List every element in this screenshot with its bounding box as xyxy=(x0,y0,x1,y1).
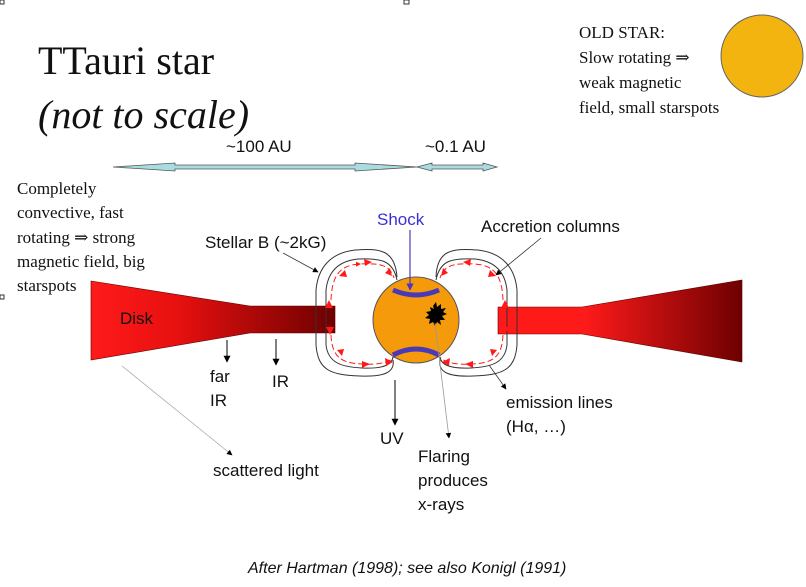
young-star-line: Completely xyxy=(17,179,97,198)
emission-pointer xyxy=(488,364,507,390)
corner-marker xyxy=(0,0,5,5)
scattered-label: scattered light xyxy=(213,461,319,480)
disk-right xyxy=(497,279,743,363)
young-star-line: convective, fast xyxy=(17,203,124,222)
stellar-b-label: Stellar B (~2kG) xyxy=(205,233,326,252)
starspot-icon xyxy=(425,302,447,326)
scale-arrow-small xyxy=(415,162,499,172)
flaring-pointer xyxy=(434,322,452,439)
field-loops-right xyxy=(435,248,518,377)
corner-marker xyxy=(0,294,5,300)
far-ir-label-2: IR xyxy=(210,391,227,410)
old-star-line: field, small starspots xyxy=(579,98,719,117)
old-star-note: OLD STAR: Slow rotating ⇒ weak magnetic … xyxy=(579,23,719,117)
corner-marker xyxy=(403,0,410,5)
field-line-outer-left xyxy=(315,248,398,377)
uv-label: UV xyxy=(380,429,404,448)
flow-right-bottom xyxy=(439,334,504,365)
old-star-line: Slow rotating ⇒ xyxy=(579,48,690,67)
field-loops-left xyxy=(315,248,398,377)
shock-band-top xyxy=(392,287,440,298)
red-arrowheads xyxy=(325,259,509,368)
stellar-b-pointer xyxy=(282,252,319,273)
old-star-line: OLD STAR: xyxy=(579,23,665,42)
title-line2: (not to scale) xyxy=(38,92,249,137)
shock-label: Shock xyxy=(377,210,425,229)
flaring-label-1: Flaring xyxy=(418,447,470,466)
field-line-outer-right xyxy=(435,248,518,377)
accretion-flow-right xyxy=(439,263,504,365)
disk-label: Disk xyxy=(120,309,154,328)
scale-label-large: ~100 AU xyxy=(226,137,292,156)
flaring-label-2: produces xyxy=(418,471,488,490)
scattered-pointer xyxy=(121,365,233,456)
young-star-line: rotating ⇒ strong xyxy=(17,228,136,247)
caption: After Hartman (1998); see also Konigl (1… xyxy=(247,560,566,577)
field-line-inner-left xyxy=(325,258,398,369)
emission-label-2: (Hα, …) xyxy=(506,417,566,436)
young-star-line: magnetic field, big xyxy=(17,252,145,271)
old-star-line: weak magnetic xyxy=(579,73,682,92)
young-star-line: starspots xyxy=(17,276,77,295)
flow-right-top xyxy=(439,263,504,301)
old-star-icon xyxy=(720,14,804,98)
far-ir-label-1: far xyxy=(210,367,230,386)
flaring-label-3: x-rays xyxy=(418,495,464,514)
disk-left xyxy=(90,280,336,361)
accretion-label: Accretion columns xyxy=(481,217,620,236)
young-star-note: Completely convective, fast rotating ⇒ s… xyxy=(17,179,145,295)
ir-label: IR xyxy=(272,372,289,391)
scale-label-small: ~0.1 AU xyxy=(425,137,486,156)
title-line1: TTauri star xyxy=(38,38,214,83)
accretion-pointer xyxy=(495,237,542,276)
field-line-inner-right xyxy=(435,258,508,369)
scale-arrow-large xyxy=(112,162,418,172)
emission-label-1: emission lines xyxy=(506,393,613,412)
shock-band-bottom xyxy=(391,346,441,358)
